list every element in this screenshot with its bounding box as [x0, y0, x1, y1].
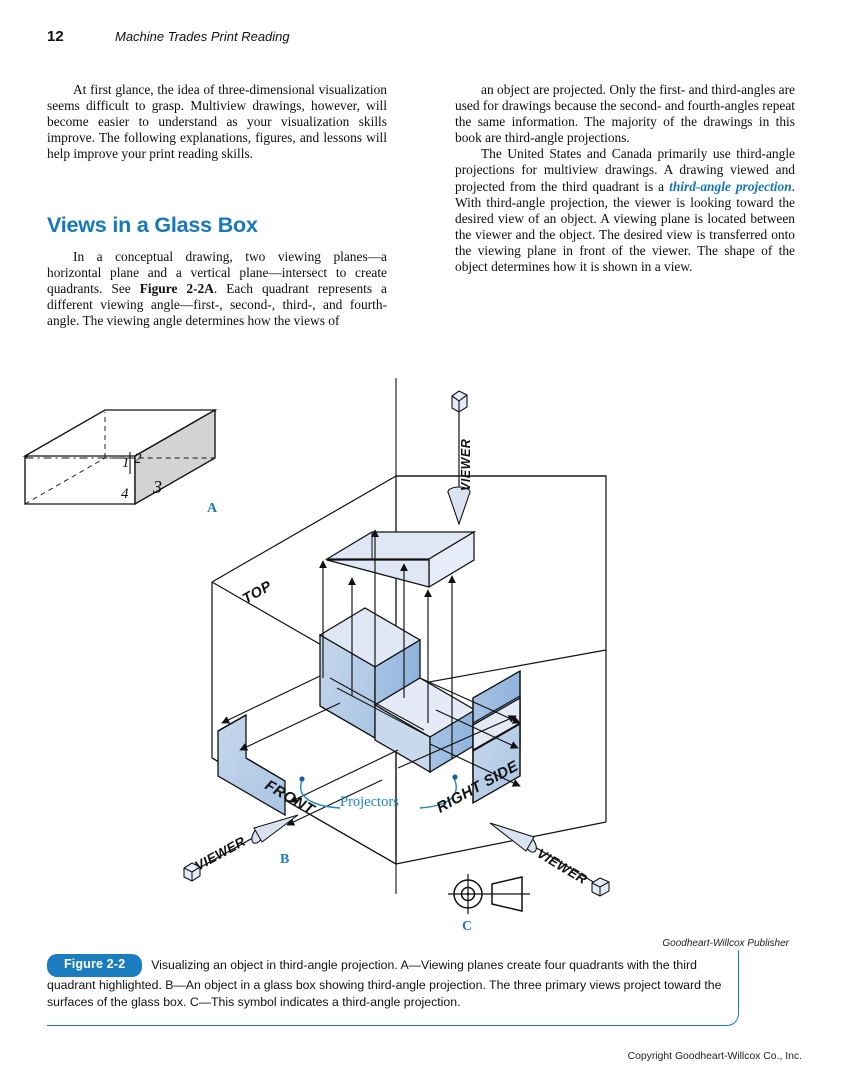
copyright-line: Copyright Goodheart-Willcox Co., Inc. — [627, 1051, 802, 1062]
quadrant-number-2: 2 — [134, 451, 142, 467]
paragraph-conceptual-drawing: In a conceptual drawing, two viewing pla… — [47, 249, 387, 329]
body-column-left-continued: In a conceptual drawing, two viewing pla… — [47, 249, 387, 329]
quadrant-number-4: 4 — [121, 486, 129, 502]
paragraph-text-b: . Each quadrant represents a different v… — [47, 281, 387, 329]
figure-caption-body: Visualizing an object in third-angle pro… — [47, 958, 722, 1010]
figure-part-label-c: C — [462, 919, 472, 934]
projected-view-front — [217, 713, 286, 817]
body-column-left: At first glance, the idea of three-dimen… — [47, 82, 387, 162]
body-column-right: an object are projected. Only the first-… — [455, 82, 795, 275]
book-title: Machine Trades Print Reading — [115, 29, 290, 44]
object-solid — [318, 607, 477, 774]
paragraph-text-c: The United States and Canada primarily u… — [455, 146, 795, 194]
part-c-third-angle-symbol: C — [448, 874, 530, 934]
plane-label-top: TOP — [240, 578, 275, 607]
part-b-glass-box: Projectors TOP FRONT RIGHT SIDE B — [211, 378, 607, 894]
running-head: 12 Machine Trades Print Reading — [47, 28, 647, 50]
projector-arrows-top — [318, 529, 457, 758]
projector-arrows-right-side — [397, 677, 521, 787]
viewer-arrow-right: VIEWER — [489, 822, 610, 897]
viewer-arrow-left: VIEWER — [183, 814, 299, 882]
viewer-label-left: VIEWER — [192, 834, 248, 874]
figure-2-2-illustration: 1 2 4 3 A VIEWER — [0, 378, 849, 938]
viewer-arrow-top: VIEWER — [447, 390, 473, 526]
page-number: 12 — [47, 28, 64, 45]
figure-part-label-a: A — [207, 501, 218, 516]
projectors-label: Projectors — [340, 794, 399, 810]
projector-arrows-front — [221, 675, 399, 826]
paragraph-projection-angles: an object are projected. Only the first-… — [455, 82, 795, 146]
section-heading-views-in-a-glass-box: Views in a Glass Box — [47, 213, 258, 237]
quadrant-number-3: 3 — [152, 477, 162, 497]
paragraph-text-a: In a conceptual drawing, two viewing pla… — [47, 249, 387, 297]
figure-number-badge: Figure 2-2 — [47, 954, 143, 977]
paragraph-text-d: . With third-angle projection, the viewe… — [455, 178, 795, 275]
paragraph-intro: At first glance, the idea of three-dimen… — [47, 82, 387, 162]
part-a-quadrant-diagram: 1 2 4 3 A — [22, 408, 218, 516]
glossary-term-third-angle-projection: third-angle projection — [669, 178, 792, 194]
figure-part-label-b: B — [280, 852, 289, 867]
figure-credit: Goodheart-Willcox Publisher — [662, 938, 789, 949]
viewer-label-right: VIEWER — [534, 846, 589, 888]
viewer-label-top: VIEWER — [459, 439, 473, 491]
quadrant-number-1: 1 — [122, 455, 130, 471]
figure-reference-2-2a: Figure 2-2A — [139, 281, 214, 297]
projectors-callout: Projectors — [299, 774, 458, 810]
paragraph-third-angle: The United States and Canada primarily u… — [455, 146, 795, 275]
